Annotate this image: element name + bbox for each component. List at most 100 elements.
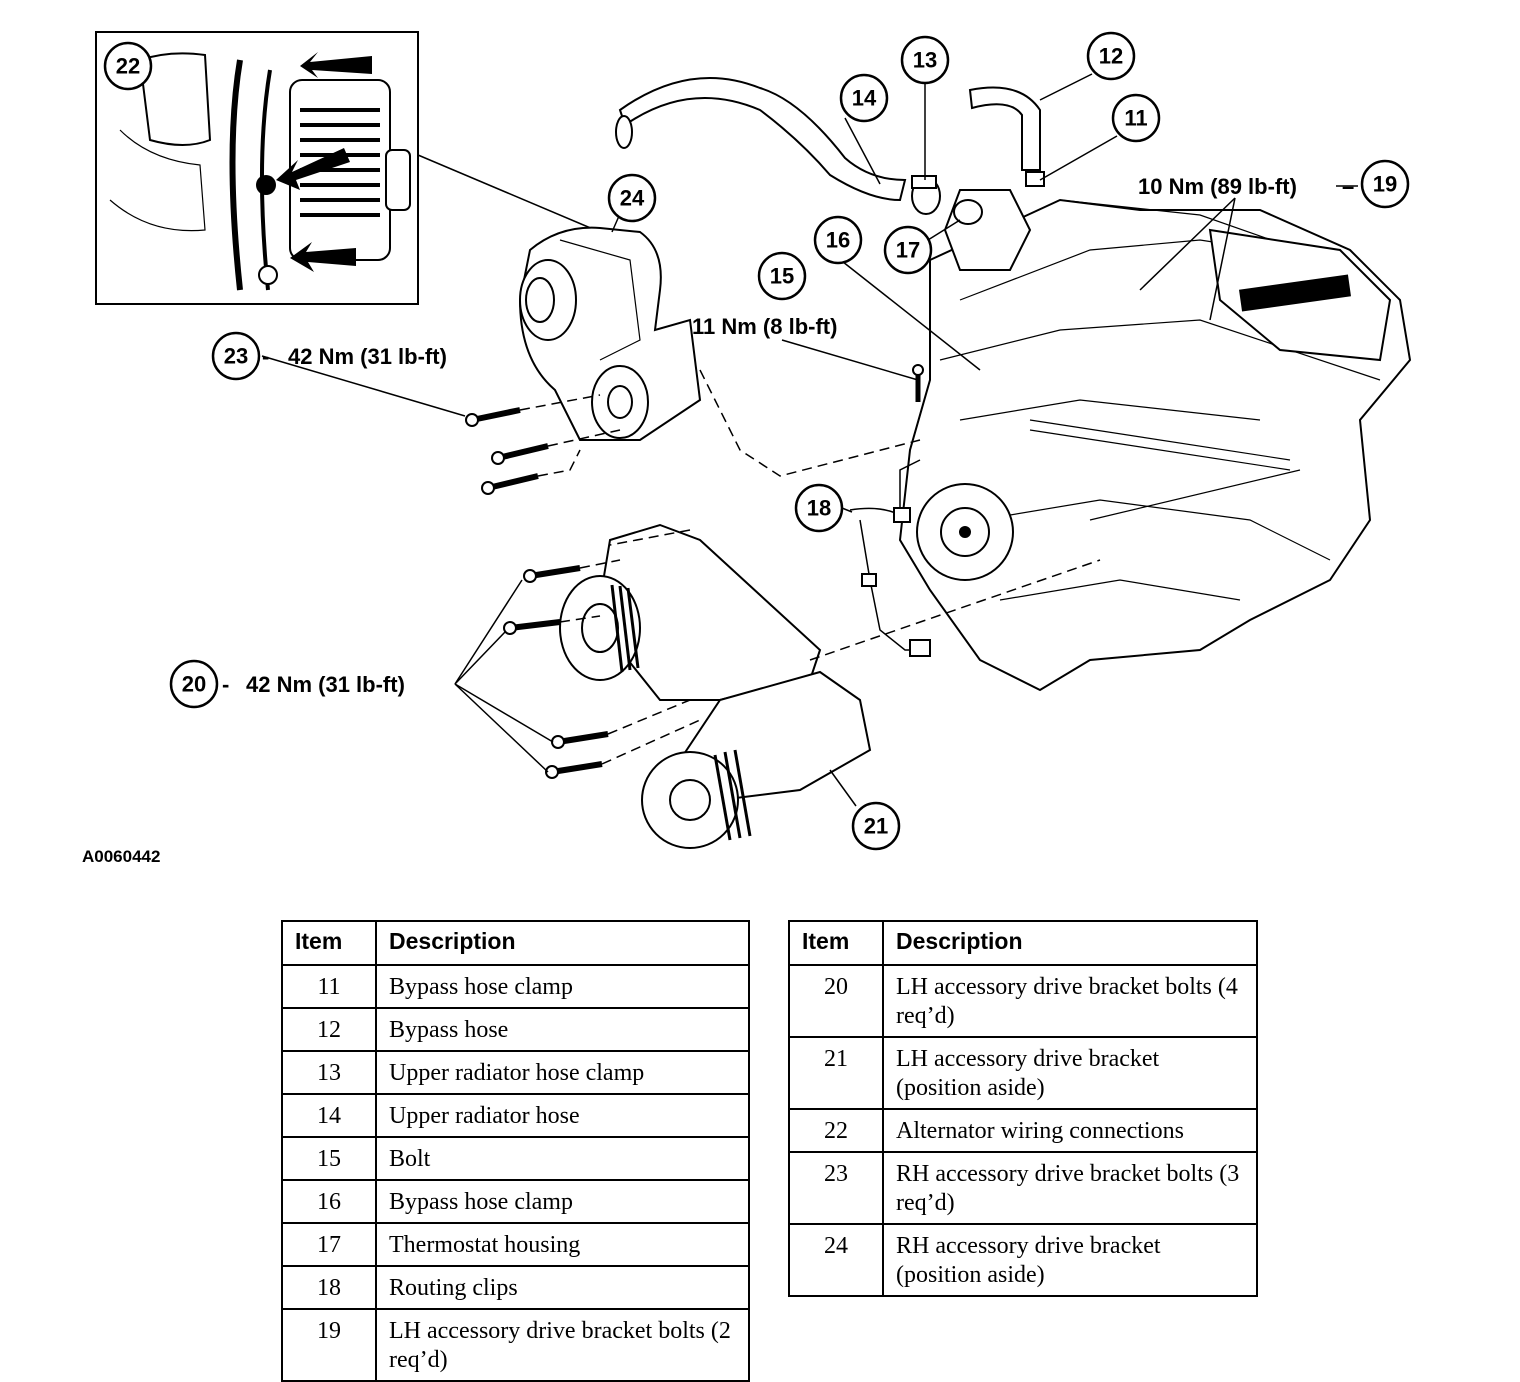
item-description: Routing clips bbox=[375, 1265, 750, 1310]
description-header: Description bbox=[882, 920, 1258, 966]
callout-21: 21 bbox=[851, 801, 901, 851]
bypass-hose bbox=[968, 86, 1045, 187]
callout-23: 23 bbox=[211, 331, 261, 381]
torque-23: 42 Nm (31 lb-ft) bbox=[288, 344, 447, 369]
torque-20: 42 Nm (31 lb-ft) bbox=[246, 672, 405, 697]
torque-19: 10 Nm (89 lb-ft) bbox=[1138, 174, 1297, 199]
routing-clips bbox=[849, 459, 931, 657]
svg-text:21: 21 bbox=[864, 814, 888, 839]
callout-11: 11 bbox=[1111, 93, 1161, 143]
callout-14: 14 bbox=[839, 73, 889, 123]
item-description: Alternator wiring connections bbox=[882, 1108, 1258, 1153]
table-row: 24 RH accessory drive bracket (position … bbox=[788, 1223, 1258, 1297]
item-description: Bypass hose bbox=[375, 1007, 750, 1052]
table-row: 11 Bypass hose clamp bbox=[281, 964, 750, 1009]
table-row: 23 RH accessory drive bracket bolts (3 r… bbox=[788, 1151, 1258, 1225]
upper-radiator-hose bbox=[615, 77, 907, 202]
item-description: RH accessory drive bracket bolts (3 req’… bbox=[882, 1151, 1258, 1225]
callout-20: 20 bbox=[169, 659, 219, 709]
item-description: Upper radiator hose clamp bbox=[375, 1050, 750, 1095]
torque-19-dash: – bbox=[1342, 174, 1354, 199]
item-number: 17 bbox=[281, 1222, 377, 1267]
item-number: 16 bbox=[281, 1179, 377, 1224]
table-row: 18 Routing clips bbox=[281, 1265, 750, 1310]
item-number: 15 bbox=[281, 1136, 377, 1181]
exploded-view-diagram: 22 24 14 13 12 11 19 16 17 15 23 18 bbox=[82, 31, 1412, 866]
bolt-15 bbox=[699, 364, 924, 477]
item-number: 23 bbox=[788, 1151, 884, 1225]
inset-detail-alternator-wiring bbox=[95, 31, 419, 305]
item-number: 22 bbox=[788, 1108, 884, 1153]
table-row: 19 LH accessory drive bracket bolts (2 r… bbox=[281, 1308, 750, 1382]
item-description: Thermostat housing bbox=[375, 1222, 750, 1267]
item-number: 24 bbox=[788, 1223, 884, 1297]
table-row: 13 Upper radiator hose clamp bbox=[281, 1050, 750, 1095]
callout-13: 13 bbox=[900, 35, 950, 85]
callout-12: 12 bbox=[1086, 31, 1136, 81]
item-description: LH accessory drive bracket (position asi… bbox=[882, 1036, 1258, 1110]
lh-accessory-drive-bracket bbox=[559, 523, 822, 701]
figure-id: A0060442 bbox=[82, 847, 160, 866]
item-number: 21 bbox=[788, 1036, 884, 1110]
torque-15: 11 Nm (8 lb-ft) bbox=[692, 314, 837, 339]
legend-header-row: Item Description bbox=[281, 920, 750, 966]
legend-table-left: Item Description 11 Bypass hose clamp 12… bbox=[281, 920, 750, 1382]
table-row: 17 Thermostat housing bbox=[281, 1222, 750, 1267]
svg-text:15: 15 bbox=[770, 264, 794, 289]
rh-bracket-bolts bbox=[261, 355, 621, 495]
svg-text:11: 11 bbox=[1124, 106, 1147, 131]
svg-text:22: 22 bbox=[116, 54, 140, 79]
item-description: RH accessory drive bracket (position asi… bbox=[882, 1223, 1258, 1297]
svg-text:19: 19 bbox=[1373, 172, 1397, 197]
svg-text:14: 14 bbox=[852, 86, 877, 111]
svg-text:12: 12 bbox=[1099, 44, 1123, 69]
table-row: 20 LH accessory drive bracket bolts (4 r… bbox=[788, 964, 1258, 1038]
svg-text:17: 17 bbox=[896, 238, 920, 263]
callout-16: 16 bbox=[813, 215, 863, 265]
table-row: 14 Upper radiator hose bbox=[281, 1093, 750, 1138]
item-number: 12 bbox=[281, 1007, 377, 1052]
callout-22: 22 bbox=[103, 41, 153, 91]
lh-bracket-bolts bbox=[454, 529, 1101, 779]
svg-text:23: 23 bbox=[224, 344, 248, 369]
item-description: Bypass hose clamp bbox=[375, 1179, 750, 1224]
table-row: 21 LH accessory drive bracket (position … bbox=[788, 1036, 1258, 1110]
item-description: Upper radiator hose bbox=[375, 1093, 750, 1138]
torque-20-dash: - bbox=[222, 672, 229, 697]
svg-text:18: 18 bbox=[807, 496, 831, 521]
torque-23-label: - bbox=[262, 344, 269, 369]
callout-17: 17 bbox=[883, 225, 933, 275]
item-header: Item bbox=[788, 920, 884, 966]
callout-18: 18 bbox=[794, 483, 844, 533]
item-description: LH accessory drive bracket bolts (4 req’… bbox=[882, 964, 1258, 1038]
item-description: Bypass hose clamp bbox=[375, 964, 750, 1009]
item-number: 11 bbox=[281, 964, 377, 1009]
item-number: 19 bbox=[281, 1308, 377, 1382]
leader-lines bbox=[611, 73, 1358, 807]
engine-assembly bbox=[898, 189, 1412, 692]
item-description: Bolt bbox=[375, 1136, 750, 1181]
item-number: 13 bbox=[281, 1050, 377, 1095]
table-row: 22 Alternator wiring connections bbox=[788, 1108, 1258, 1153]
ac-compressor bbox=[641, 670, 872, 849]
table-row: 12 Bypass hose bbox=[281, 1007, 750, 1052]
svg-text:24: 24 bbox=[620, 186, 645, 211]
svg-text:13: 13 bbox=[913, 48, 937, 73]
callout-15: 15 bbox=[757, 251, 807, 301]
svg-text:20: 20 bbox=[182, 672, 206, 697]
item-number: 14 bbox=[281, 1093, 377, 1138]
legend-header-row: Item Description bbox=[788, 920, 1258, 966]
table-row: 15 Bolt bbox=[281, 1136, 750, 1181]
item-number: 20 bbox=[788, 964, 884, 1038]
item-description: LH accessory drive bracket bolts (2 req’… bbox=[375, 1308, 750, 1382]
description-header: Description bbox=[375, 920, 750, 966]
legend-table-right: Item Description 20 LH accessory drive b… bbox=[788, 920, 1258, 1297]
table-row: 16 Bypass hose clamp bbox=[281, 1179, 750, 1224]
upper-radiator-hose-clamp bbox=[911, 175, 941, 215]
callout-24: 24 bbox=[607, 173, 657, 223]
rh-accessory-drive-bracket bbox=[518, 226, 702, 441]
item-number: 18 bbox=[281, 1265, 377, 1310]
svg-text:16: 16 bbox=[826, 228, 850, 253]
item-header: Item bbox=[281, 920, 377, 966]
callout-19: 19 bbox=[1360, 159, 1410, 209]
